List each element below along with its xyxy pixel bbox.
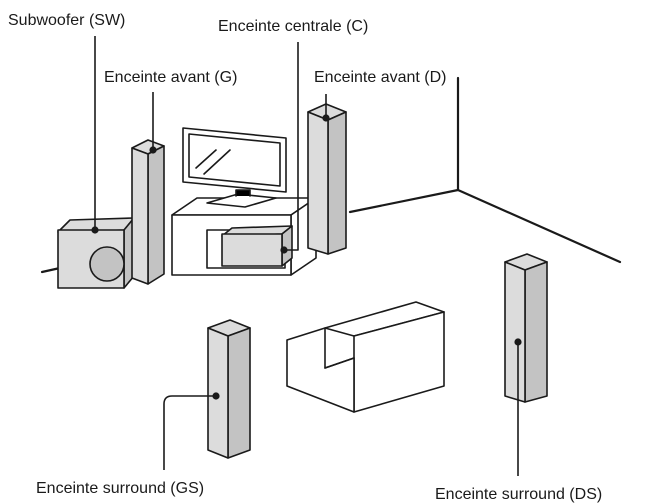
television bbox=[182, 127, 287, 208]
leader-lines bbox=[91, 36, 522, 476]
sofa bbox=[286, 301, 445, 413]
label-front-left-speaker: Enceinte avant (G) bbox=[104, 69, 237, 86]
labels: Subwoofer (SW) Enceinte centrale (C) Enc… bbox=[8, 12, 602, 503]
label-center-speaker: Enceinte centrale (C) bbox=[218, 18, 368, 35]
front-left-speaker bbox=[131, 139, 165, 285]
label-surround-left-speaker: Enceinte surround (GS) bbox=[36, 480, 204, 497]
surround-left-speaker bbox=[207, 319, 251, 459]
front-right-speaker bbox=[307, 103, 347, 255]
center-speaker bbox=[221, 225, 293, 267]
surround-right-speaker bbox=[504, 253, 548, 403]
label-surround-right-speaker: Enceinte surround (DS) bbox=[435, 486, 602, 503]
label-front-right-speaker: Enceinte avant (D) bbox=[314, 69, 447, 86]
label-subwoofer: Subwoofer (SW) bbox=[8, 12, 125, 29]
room-walls bbox=[40, 76, 622, 274]
